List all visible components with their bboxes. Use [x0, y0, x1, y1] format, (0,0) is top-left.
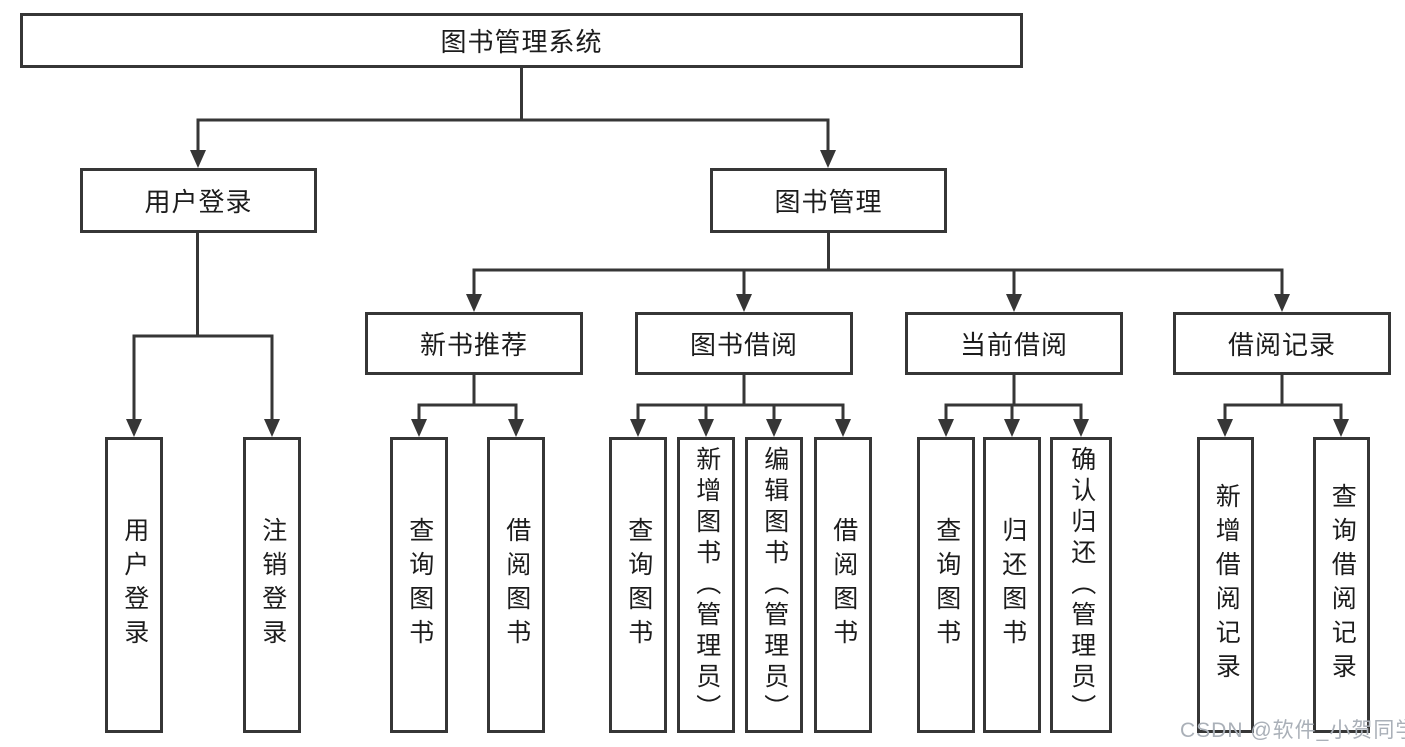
node-leaf-borrow-books-2: 借阅图书 [814, 437, 872, 733]
node-new-book-recommend: 新书推荐 [365, 312, 583, 375]
arrowhead-book-mgmt-sections [466, 294, 1290, 312]
arrowhead-borrow-records-children [1217, 419, 1349, 437]
node-leaf-add-borrow-record-label: 新增借阅记录 [1212, 483, 1241, 687]
node-leaf-user-login: 用户登录 [105, 437, 163, 733]
node-leaf-query-books-1-label: 查询图书 [405, 517, 434, 653]
arrowhead-new-book-children [411, 419, 524, 437]
node-leaf-query-books-2: 查询图书 [609, 437, 667, 733]
arrowhead-book-borrow-children [630, 419, 851, 437]
node-leaf-query-borrow-record: 查询借阅记录 [1313, 437, 1370, 733]
connector-book-mgmt-sections [472, 233, 1284, 296]
node-leaf-query-books-2-label: 查询图书 [624, 517, 653, 653]
node-leaf-edit-book-admin: 编辑图书（管理员） [745, 437, 803, 733]
connector-user-login-children [132, 233, 274, 421]
node-leaf-borrow-books-2-label: 借阅图书 [829, 517, 858, 653]
node-leaf-confirm-return-admin: 确认归还（管理员） [1050, 437, 1112, 733]
node-book-management: 图书管理 [710, 168, 947, 233]
node-leaf-return-books: 归还图书 [983, 437, 1041, 733]
node-leaf-return-books-label: 归还图书 [998, 517, 1027, 653]
node-leaf-query-borrow-record-label: 查询借阅记录 [1328, 483, 1357, 687]
connector-new-book-children [417, 375, 518, 421]
node-book-borrow: 图书借阅 [635, 312, 853, 375]
node-leaf-confirm-return-admin-label: 确认归还（管理员） [1067, 445, 1096, 725]
connector-current-borrow-children [944, 375, 1083, 421]
node-leaf-borrow-books-1: 借阅图书 [487, 437, 545, 733]
node-leaf-borrow-books-1-label: 借阅图书 [502, 517, 531, 653]
node-leaf-add-book-admin-label: 新增图书（管理员） [692, 445, 721, 725]
node-library-system: 图书管理系统 [20, 13, 1023, 68]
node-leaf-edit-book-admin-label: 编辑图书（管理员） [760, 445, 789, 725]
connector-borrow-records-children [1223, 375, 1343, 421]
node-leaf-add-borrow-record: 新增借阅记录 [1197, 437, 1254, 733]
node-leaf-query-books-1: 查询图书 [390, 437, 448, 733]
node-leaf-logout-label: 注销登录 [258, 517, 287, 653]
arrowhead-user-login-children [126, 419, 280, 437]
node-leaf-add-book-admin: 新增图书（管理员） [677, 437, 735, 733]
node-current-borrow: 当前借阅 [905, 312, 1123, 375]
node-leaf-logout: 注销登录 [243, 437, 301, 733]
node-leaf-user-login-label: 用户登录 [120, 517, 149, 653]
arrowhead-root-to-level2 [190, 150, 836, 168]
csdn-watermark: CSDN @软件_小贺同学 [1180, 719, 1405, 742]
node-leaf-query-books-3-label: 查询图书 [932, 517, 961, 653]
connector-book-borrow-children [636, 375, 845, 421]
node-leaf-query-books-3: 查询图书 [917, 437, 975, 733]
node-borrow-records: 借阅记录 [1173, 312, 1391, 375]
node-user-login: 用户登录 [80, 168, 317, 233]
connector-root-to-level2 [196, 68, 830, 152]
arrowhead-current-borrow-children [938, 419, 1089, 437]
